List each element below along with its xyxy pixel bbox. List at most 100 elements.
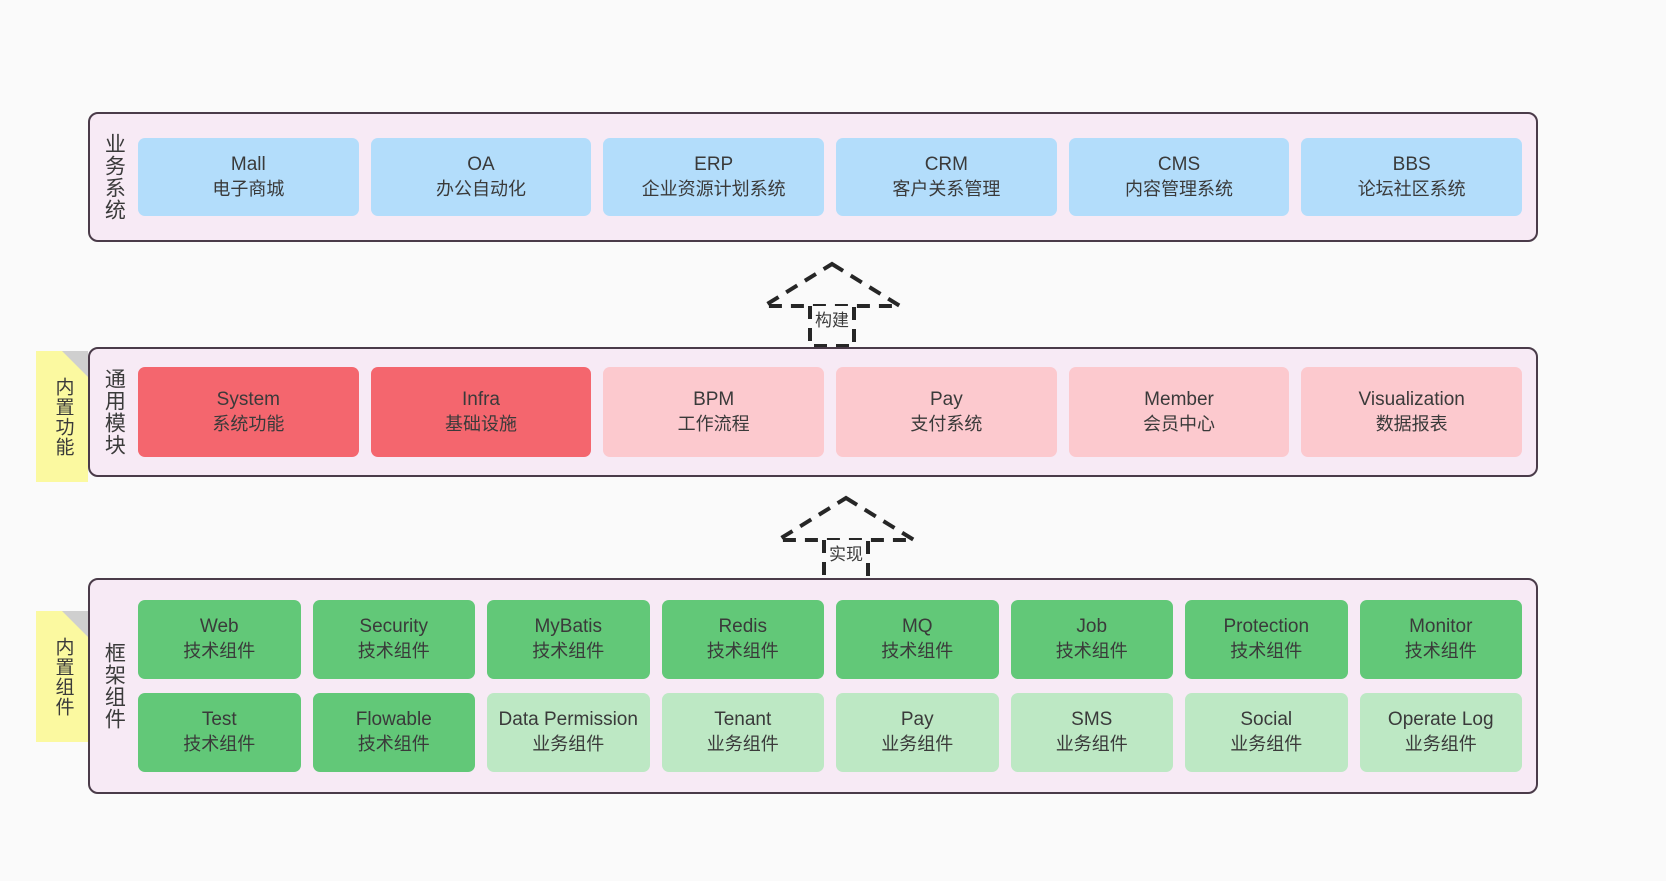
card-name: Pay: [900, 709, 934, 731]
card-desc: 电子商城: [212, 178, 285, 199]
component-card-redis[interactable]: Redis 技术组件: [661, 600, 824, 679]
card-name: Security: [359, 616, 429, 638]
card-name: Monitor: [1409, 616, 1473, 638]
card-desc: 业务组件: [1055, 734, 1128, 755]
layer-title-business-system: 业务系统: [102, 133, 126, 221]
card-desc: 工作流程: [677, 413, 750, 434]
card-name: System: [216, 388, 281, 410]
card-name: Job: [1076, 616, 1108, 638]
card-name: BPM: [693, 388, 735, 410]
component-card-pay[interactable]: Pay 业务组件: [836, 693, 999, 772]
component-card-sms[interactable]: SMS 业务组件: [1010, 693, 1173, 772]
card-name: Infra: [461, 388, 501, 410]
card-name: Member: [1144, 388, 1214, 410]
layer-body-framework-components: Web 技术组件 Security 技术组件 MyBatis 技术组件 Redi…: [136, 580, 1536, 792]
card-name: Redis: [718, 616, 768, 638]
card-desc: 企业资源计划系统: [641, 178, 786, 199]
connector-implement-label: 实现: [826, 540, 866, 565]
component-card-flowable[interactable]: Flowable 技术组件: [312, 693, 475, 772]
card-desc: 技术组件: [183, 641, 256, 662]
card-desc: 技术组件: [706, 641, 779, 662]
module-card-bpm[interactable]: BPM 工作流程: [603, 367, 825, 457]
card-name: BBS: [1392, 153, 1431, 175]
connector-build: 构建: [752, 258, 912, 348]
card-desc: 系统功能: [212, 413, 285, 434]
card-desc: 数据报表: [1375, 413, 1448, 434]
card-desc: 业务组件: [1230, 734, 1303, 755]
card-desc: 内容管理系统: [1125, 178, 1234, 199]
connector-build-arrow-icon: [756, 261, 908, 348]
layer-framework-components: 框架组件 Web 技术组件 Security 技术组件 MyBatis 技术组件…: [88, 578, 1538, 794]
layer-body-business-system: Mall 电子商城 OA 办公自动化 ERP 企业资源计划系统 CRM 客户关系…: [136, 114, 1536, 240]
module-card-pay[interactable]: Pay 支付系统: [836, 367, 1057, 457]
module-card-visualization[interactable]: Visualization 数据报表: [1301, 367, 1523, 457]
card-desc: 办公自动化: [436, 178, 526, 199]
component-card-social[interactable]: Social 业务组件: [1185, 693, 1348, 772]
card-desc: 技术组件: [881, 641, 954, 662]
card-desc: 技术组件: [1055, 641, 1128, 662]
card-name: OA: [467, 153, 495, 175]
card-name: Mall: [230, 153, 266, 175]
sticky-note-label: 内置组件: [52, 636, 74, 717]
module-card-infra[interactable]: Infra 基础设施: [370, 367, 592, 457]
card-desc: 技术组件: [183, 734, 256, 755]
module-card-member[interactable]: Member 会员中心: [1068, 367, 1290, 457]
card-name: Flowable: [355, 709, 432, 731]
card-name: MQ: [901, 616, 933, 638]
card-desc: 技术组件: [357, 641, 430, 662]
card-name: CRM: [924, 153, 968, 175]
component-card-protection[interactable]: Protection 技术组件: [1185, 600, 1348, 679]
card-desc: 技术组件: [1404, 641, 1477, 662]
card-desc: 基础设施: [445, 413, 517, 434]
connector-implement: 实现: [766, 492, 926, 582]
component-card-test[interactable]: Test 技术组件: [138, 693, 301, 772]
business-card-erp[interactable]: ERP 企业资源计划系统: [603, 138, 825, 216]
card-desc: 技术组件: [532, 641, 605, 662]
framework-row-technical: Web 技术组件 Security 技术组件 MyBatis 技术组件 Redi…: [138, 600, 1522, 679]
card-name: Pay: [929, 388, 963, 410]
card-desc: 技术组件: [357, 734, 430, 755]
layer-common-modules: 通用模块 System 系统功能 Infra 基础设施 BPM 工作流程 Pay…: [88, 347, 1538, 477]
card-name: Web: [199, 616, 239, 638]
layer-business-system: 业务系统 Mall 电子商城 OA 办公自动化 ERP 企业资源计划系统 CRM…: [88, 112, 1538, 242]
sticky-note-label: 内置功能: [52, 376, 74, 457]
component-card-job[interactable]: Job 技术组件: [1010, 600, 1173, 679]
business-card-mall[interactable]: Mall 电子商城: [138, 138, 359, 216]
card-name: Visualization: [1358, 388, 1465, 410]
sticky-note-builtin-components: 内置组件: [36, 611, 88, 742]
card-name: Tenant: [714, 709, 772, 731]
business-card-crm[interactable]: CRM 客户关系管理: [836, 138, 1057, 216]
card-name: SMS: [1071, 709, 1113, 731]
framework-row-business: Test 技术组件 Flowable 技术组件 Data Permission …: [138, 693, 1522, 772]
card-name: Data Permission: [498, 709, 638, 731]
card-name: Protection: [1223, 616, 1310, 638]
card-desc: 业务组件: [1404, 734, 1477, 755]
card-desc: 业务组件: [881, 734, 954, 755]
card-desc: 技术组件: [1230, 641, 1303, 662]
component-card-web[interactable]: Web 技术组件: [138, 600, 301, 679]
connector-build-label: 构建: [812, 306, 852, 331]
component-card-mybatis[interactable]: MyBatis 技术组件: [487, 600, 650, 679]
component-card-security[interactable]: Security 技术组件: [312, 600, 475, 679]
business-card-cms[interactable]: CMS 内容管理系统: [1068, 138, 1290, 216]
component-card-monitor[interactable]: Monitor 技术组件: [1359, 600, 1522, 679]
component-card-tenant[interactable]: Tenant 业务组件: [661, 693, 824, 772]
business-card-bbs[interactable]: BBS 论坛社区系统: [1301, 138, 1523, 216]
component-card-data-permission[interactable]: Data Permission 业务组件: [487, 693, 650, 772]
module-card-system[interactable]: System 系统功能: [138, 367, 359, 457]
card-name: ERP: [694, 153, 734, 175]
card-desc: 业务组件: [706, 734, 779, 755]
business-card-oa[interactable]: OA 办公自动化: [370, 138, 592, 216]
card-desc: 会员中心: [1143, 413, 1216, 434]
card-desc: 论坛社区系统: [1357, 178, 1466, 199]
sticky-note-builtin-features: 内置功能: [36, 351, 88, 482]
component-card-operate-log[interactable]: Operate Log 业务组件: [1359, 693, 1522, 772]
card-name: Operate Log: [1387, 709, 1494, 731]
card-name: Test: [201, 709, 237, 731]
sticky-fold-corner-icon: [62, 351, 88, 377]
card-desc: 业务组件: [532, 734, 605, 755]
connector-implement-arrow-icon: [770, 495, 922, 582]
layer-title-common-modules: 通用模块: [102, 368, 126, 456]
component-card-mq[interactable]: MQ 技术组件: [836, 600, 999, 679]
